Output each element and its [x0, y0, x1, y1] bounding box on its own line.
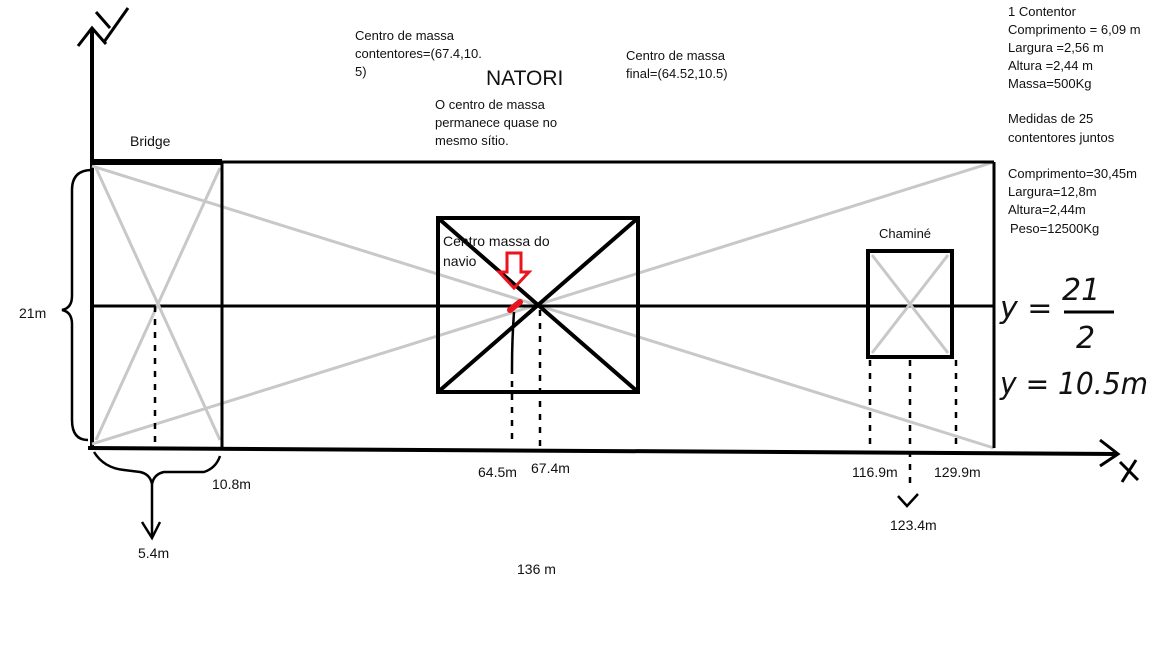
spec-line: Medidas de 25	[1008, 111, 1093, 126]
chimney-mid-arrowhead	[897, 493, 919, 508]
bridge: Bridge	[92, 133, 224, 450]
ship-center-label-line2: navio	[443, 253, 477, 269]
y-equation: y = 21 2	[999, 273, 1114, 356]
final-center-note: Centro de massa final=(64.52,10.5)	[626, 48, 728, 81]
note-line: Centro de massa	[355, 28, 455, 43]
spec-line: contentores juntos	[1008, 130, 1115, 145]
chimney: Chaminé	[866, 226, 958, 508]
y-axis-letter	[94, 7, 130, 43]
measure-chimney-end: 129.9m	[934, 464, 981, 480]
container-block: Centro massa do navio	[436, 216, 640, 446]
measure-containers-x: 67.4m	[531, 460, 570, 476]
note-line: Centro de massa	[626, 48, 726, 63]
height-label: 21m	[19, 305, 46, 321]
spec-25-containers: Medidas de 25 contentores juntos Comprim…	[1008, 111, 1137, 236]
spec-line: Largura =2,56 m	[1008, 40, 1104, 55]
bridge-brace	[92, 451, 222, 485]
note-line: contentores=(67.4,10.	[355, 46, 482, 61]
ship-title: NATORI	[486, 67, 563, 90]
spec-line: Comprimento = 6,09 m	[1008, 22, 1141, 37]
height-brace	[61, 168, 93, 442]
measure-final-x: 64.5m	[478, 464, 517, 480]
spec-line: Largura=12,8m	[1008, 184, 1097, 199]
note-line: mesmo sítio.	[435, 133, 509, 148]
note-line: final=(64.52,10.5)	[626, 66, 728, 81]
bridge-mid-arrowhead	[140, 521, 162, 541]
measure-bridge-mid: 5.4m	[138, 545, 169, 561]
equation-denominator: 2	[1076, 321, 1095, 356]
remark-note: O centro de massa permanece quase no mes…	[435, 97, 557, 148]
measure-bridge-end: 10.8m	[212, 476, 251, 492]
ship-hull	[91, 160, 996, 450]
containers-center-note: Centro de massa contentores=(67.4,10. 5)	[355, 28, 482, 79]
note-line: 5)	[355, 64, 367, 79]
bridge-label: Bridge	[130, 133, 171, 149]
note-line: permanece quase no	[435, 115, 557, 130]
center-marker-arrow-icon	[495, 251, 533, 291]
ship-center-label-line1: Centro massa do	[443, 233, 550, 249]
spec-line: 1 Contentor	[1008, 4, 1077, 19]
spec-line: Altura=2,44m	[1008, 202, 1086, 217]
length-label: 136 m	[517, 561, 556, 577]
chimney-label: Chaminé	[879, 226, 931, 241]
x-axis-letter	[1118, 459, 1140, 483]
spec-line: Comprimento=30,45m	[1008, 166, 1137, 181]
equation-numerator: 21	[1062, 273, 1100, 308]
measurement-labels: 10.8m 5.4m 64.5m 67.4m 116.9m 129.9m 123…	[138, 460, 981, 577]
note-line: O centro de massa	[435, 97, 546, 112]
y-value-equation: y = 10.5m	[999, 367, 1148, 402]
y-axis-arrowhead	[76, 25, 108, 47]
spec-line: Peso=12500Kg	[1010, 221, 1099, 236]
spec-line: Massa=500Kg	[1008, 76, 1091, 91]
center-marker-dot	[507, 299, 523, 313]
spec-line: Altura =2,44 m	[1008, 58, 1093, 73]
measure-chimney-mid: 123.4m	[890, 517, 937, 533]
spec-single-container: 1 Contentor Comprimento = 6,09 m Largura…	[1008, 4, 1141, 91]
x-axis-arrowhead	[1099, 438, 1121, 468]
measure-chimney-start: 116.9m	[852, 464, 898, 480]
x-axis	[87, 446, 1119, 456]
equation-lhs: y =	[999, 291, 1052, 326]
axes	[76, 7, 1140, 483]
